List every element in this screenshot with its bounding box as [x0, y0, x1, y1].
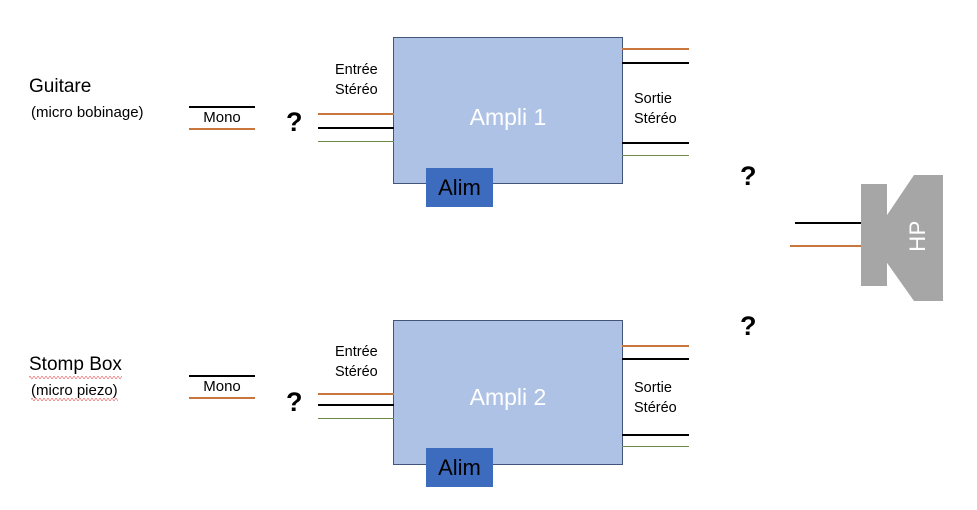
mono-connector-stomp-box: Mono [189, 375, 255, 399]
mono-wire-black-stomp-box [189, 375, 255, 377]
input-label-ampli-1-line2: Stéréo [335, 81, 378, 98]
power-label-ampli-1: Alim [438, 174, 481, 200]
amplifier-title-ampli-2: Ampli 2 [469, 384, 547, 410]
mono-connector-guitare: Mono [189, 106, 255, 130]
source-title-guitare: Guitare [29, 76, 92, 97]
amplifier-box-ampli-2[interactable]: Ampli 2 [393, 320, 623, 465]
speaker-magnet [861, 184, 887, 286]
output-label-ampli-2-line2: Stéréo [634, 399, 677, 416]
input-label-ampli-1-line1: Entrée [335, 62, 378, 78]
output-wire-orange-ampli-1 [622, 48, 689, 50]
output-label-ampli-2-line1: Sortie [634, 380, 672, 396]
mono-wire-orange-guitare [189, 128, 255, 130]
speaker-wire-orange [790, 245, 867, 247]
source-title-stomp-box-text: Stomp Box [29, 354, 122, 375]
unknown-link-ampli2-to-hp: ? [740, 311, 757, 341]
source-subtitle-stomp-box-text: (micro piezo) [31, 382, 118, 399]
output-wire-green-ampli-2 [622, 446, 689, 447]
input-wire-green-ampli-2 [318, 418, 394, 419]
output-wire-orange-ampli-2 [622, 345, 689, 347]
input-label-ampli-2-line2: Stéréo [335, 363, 378, 380]
output-label-ampli-1-line1: Sortie [634, 91, 672, 107]
power-label-ampli-2: Alim [438, 454, 481, 480]
unknown-link-stomp-to-ampli2: ? [286, 387, 303, 417]
speaker-cone [885, 175, 943, 301]
input-wire-orange-ampli-1 [318, 113, 394, 115]
output-wire-black-top-ampli-2 [622, 358, 689, 360]
speaker-wire-black [795, 222, 867, 224]
source-subtitle-stomp-box: (micro piezo) [31, 382, 118, 399]
output-label-ampli-2: Sortie Stéréo [634, 379, 677, 418]
amplifier-title-ampli-1: Ampli 1 [469, 104, 547, 130]
output-wire-green-ampli-1 [622, 155, 689, 156]
source-subtitle-guitare: (micro bobinage) [31, 104, 144, 121]
unknown-link-guitare-to-ampli1: ? [286, 107, 303, 137]
mono-label-guitare: Mono [203, 109, 241, 126]
output-wire-black-bottom-ampli-1 [622, 142, 689, 144]
mono-wire-black-guitare [189, 106, 255, 108]
source-title-stomp-box: Stomp Box [29, 354, 122, 379]
input-wire-orange-ampli-2 [318, 393, 394, 395]
output-label-ampli-1: Sortie Stéréo [634, 90, 677, 129]
output-label-ampli-1-line2: Stéréo [634, 110, 677, 127]
output-wire-black-top-ampli-1 [622, 62, 689, 64]
input-label-ampli-1: Entrée Stéréo [335, 61, 378, 100]
power-button-ampli-2[interactable]: Alim [426, 448, 493, 487]
input-wire-black-ampli-1 [318, 127, 394, 129]
output-wire-black-bottom-ampli-2 [622, 434, 689, 436]
mono-label-stomp-box: Mono [203, 378, 241, 395]
input-label-ampli-2-line1: Entrée [335, 344, 378, 360]
mono-wire-orange-stomp-box [189, 397, 255, 399]
unknown-link-ampli1-to-hp: ? [740, 161, 757, 191]
speaker-hp[interactable]: HP [790, 170, 950, 305]
amplifier-box-ampli-1[interactable]: Ampli 1 [393, 37, 623, 184]
speaker-label: HP [905, 220, 930, 252]
input-wire-black-ampli-2 [318, 404, 394, 406]
input-label-ampli-2: Entrée Stéréo [335, 343, 378, 382]
power-button-ampli-1[interactable]: Alim [426, 168, 493, 207]
input-wire-green-ampli-1 [318, 141, 394, 142]
